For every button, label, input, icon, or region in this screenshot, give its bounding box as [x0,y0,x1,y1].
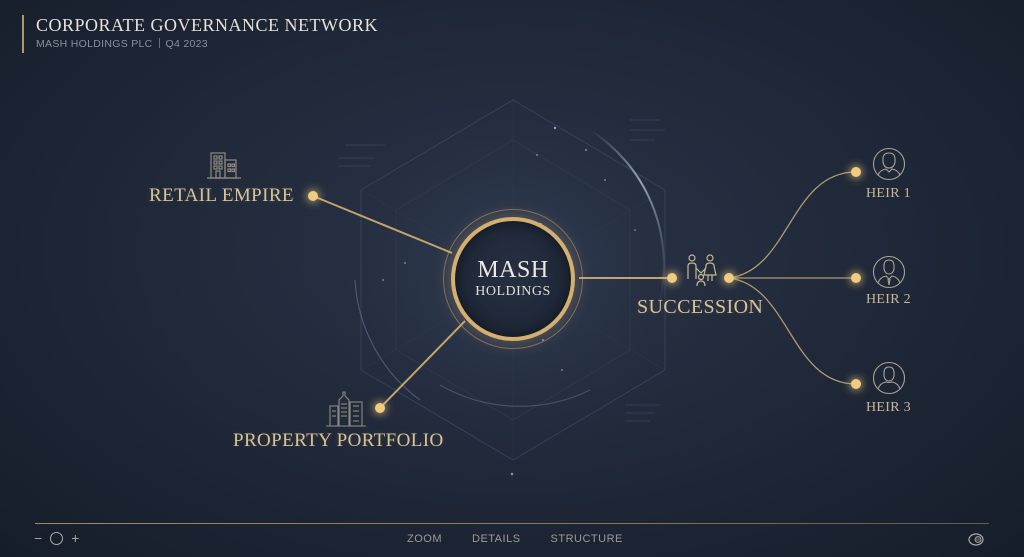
property-portfolio-label[interactable]: PROPERTY PORTFOLIO [233,430,444,451]
office-building-icon [207,152,241,179]
company-name: MASH HOLDINGS PLC [36,38,153,50]
heir-1-node-dot[interactable] [851,167,861,177]
period-label: Q4 2023 [165,38,208,50]
zoom-in-button[interactable]: + [71,530,80,546]
heir-3-label[interactable]: HEIR 3 [866,400,911,415]
person-silhouette-icon[interactable] [872,361,906,395]
divider [158,38,160,48]
center-node-subtitle: HOLDINGS [475,284,551,299]
retail-empire-label[interactable]: RETAIL EMPIRE [149,185,294,206]
succession-input-dot[interactable] [667,273,677,283]
skyscraper-icon [326,391,366,427]
page-title: CORPORATE GOVERNANCE NETWORK [36,15,378,35]
center-node-title: MASH [477,257,549,283]
heir-2-label[interactable]: HEIR 2 [866,292,911,307]
person-tie-avatar-icon[interactable] [872,255,906,289]
zoom-controls: − + [34,531,79,545]
succession-label[interactable]: SUCCESSION [637,296,764,318]
heir-2-node-dot[interactable] [851,273,861,283]
footer-menu: ZOOM DETAILS STRUCTURE [407,533,623,545]
succession-output-dot[interactable] [724,273,734,283]
page-subtitle: MASH HOLDINGS PLC Q4 2023 [36,38,378,50]
heir-3-node-dot[interactable] [851,379,861,389]
property-portfolio-node-dot[interactable] [375,403,385,413]
retail-empire-node-dot[interactable] [308,191,318,201]
person-avatar-icon[interactable] [872,147,906,181]
footer-zoom-button[interactable]: ZOOM [407,533,442,545]
page-header: CORPORATE GOVERNANCE NETWORK MASH HOLDIN… [22,15,378,53]
zoom-reset-button[interactable] [50,531,64,545]
mash-holdings-node[interactable]: MASH HOLDINGS [451,217,575,341]
family-icon [687,254,717,287]
footer-details-button[interactable]: DETAILS [472,533,521,545]
heir-1-label[interactable]: HEIR 1 [866,186,911,201]
footer-divider [35,523,989,524]
footer-structure-button[interactable]: STRUCTURE [550,533,623,545]
toggle-view-icon[interactable] [968,533,984,546]
zoom-out-button[interactable]: − [34,530,43,546]
